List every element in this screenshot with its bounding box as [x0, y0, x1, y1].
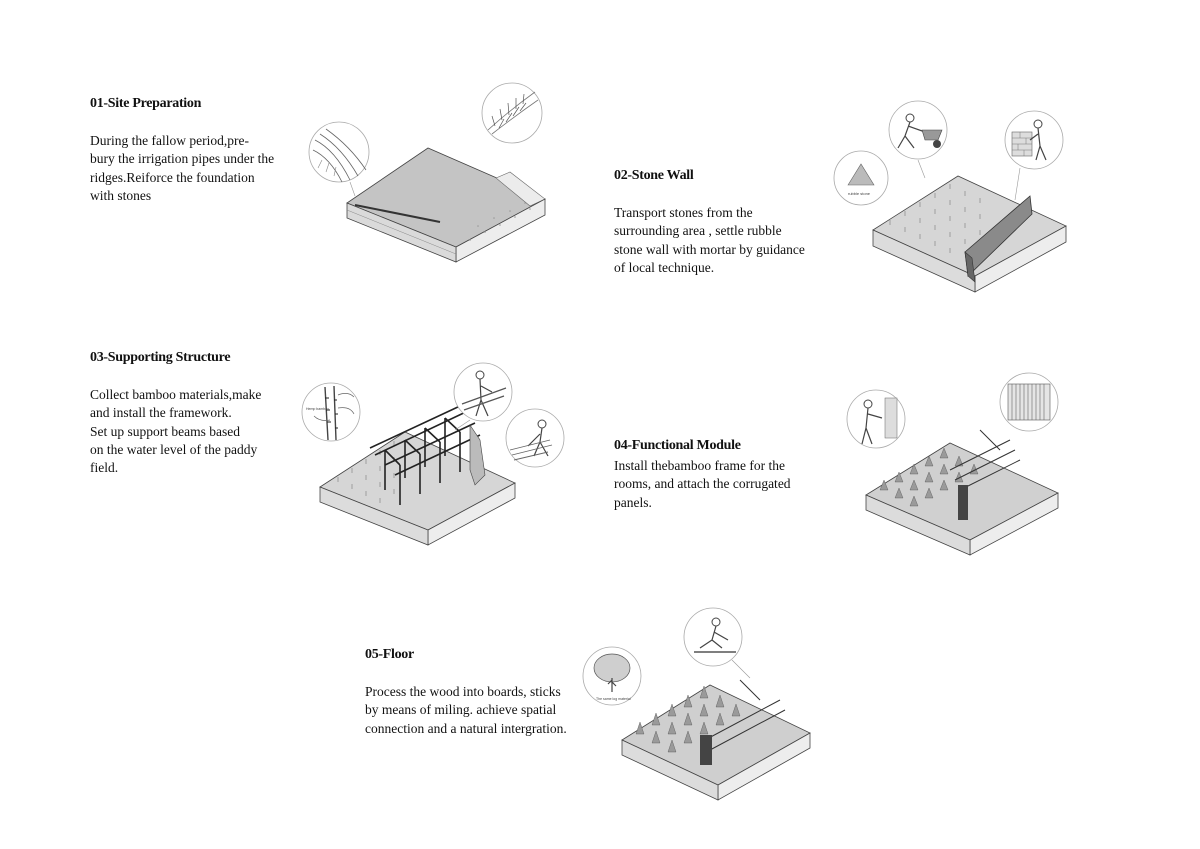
- step-03-line: on the water level of the paddy: [90, 441, 258, 457]
- rice-ridge-icon: [308, 121, 370, 183]
- bamboo-label: Hemp bamboo: [306, 407, 329, 411]
- step-03-line: Set up support beams based: [90, 423, 240, 439]
- step-04-axonometric-drawing: [846, 372, 1059, 556]
- step-01-title: 01-Site Preparation: [90, 96, 202, 111]
- mason-icon: [1004, 110, 1064, 170]
- step-02-title: 02-Stone Wall: [614, 168, 694, 183]
- step-03-axonometric-drawing: Hemp bamboo: [301, 362, 565, 546]
- rice-plants-icon: [481, 82, 543, 144]
- panel-icon: [999, 372, 1059, 432]
- step-05-line: connection and a natural intergration.: [365, 720, 567, 736]
- step-02-line: Transport stones from the: [614, 205, 753, 220]
- step-02-axonometric-drawing: rubble stone: [833, 100, 1067, 293]
- step-02-line: stone wall with mortar by guidance: [614, 241, 805, 257]
- step-01-line: bury the irrigation pipes under the: [90, 151, 275, 167]
- tree-label: The same log material: [596, 697, 631, 701]
- step-03-line: field.: [90, 460, 119, 476]
- step-03-line: Collect bamboo materials,make: [90, 387, 262, 402]
- step-04-description: Install thebamboo frame for the rooms, a…: [614, 457, 791, 512]
- step-05-line: by means of miling. achieve spatial: [365, 702, 557, 718]
- step-04-line: Install thebamboo frame for the: [614, 458, 785, 473]
- step-03-description: Collect bamboo materials,make and instal…: [90, 386, 261, 477]
- step-05-title: 05-Floor: [365, 647, 414, 662]
- step-01-line: ridges.Reiforce the foundation: [90, 169, 255, 185]
- carpenter-icon: [453, 362, 513, 422]
- step-01-line: During the fallow period,pre-: [90, 133, 249, 148]
- bamboo-worker-icon: [505, 408, 565, 468]
- step-02-description: Transport stones from the surrounding ar…: [614, 204, 805, 277]
- wheelbarrow-worker-icon: [888, 100, 948, 160]
- step-04-line: panels.: [614, 494, 652, 510]
- bamboo-icon: Hemp bamboo: [301, 382, 361, 442]
- step-03-title: 03-Supporting Structure: [90, 350, 231, 365]
- step-03-line: and install the framework.: [90, 405, 232, 421]
- step-05-axonometric-drawing: The same log material: [582, 607, 811, 801]
- step-05-line: Process the wood into boards, sticks: [365, 684, 561, 699]
- step-01-description: During the fallow period,pre- bury the i…: [90, 132, 274, 205]
- tree-icon: The same log material: [582, 646, 642, 706]
- step-01-axonometric-drawing: [308, 82, 546, 263]
- stone-pile-icon: rubble stone: [833, 150, 889, 206]
- step-02-line: surrounding area , settle rubble: [614, 223, 782, 239]
- step-04-line: rooms, and attach the corrugated: [614, 476, 791, 492]
- stone-label: rubble stone: [848, 191, 871, 196]
- drill-worker-icon: [846, 389, 906, 449]
- step-05-description: Process the wood into boards, sticks by …: [365, 683, 567, 738]
- step-01-line: with stones: [90, 187, 152, 203]
- step-02-line: of local technique.: [614, 259, 715, 275]
- floor-worker-icon: [683, 607, 743, 667]
- step-04-title: 04-Functional Module: [614, 438, 741, 453]
